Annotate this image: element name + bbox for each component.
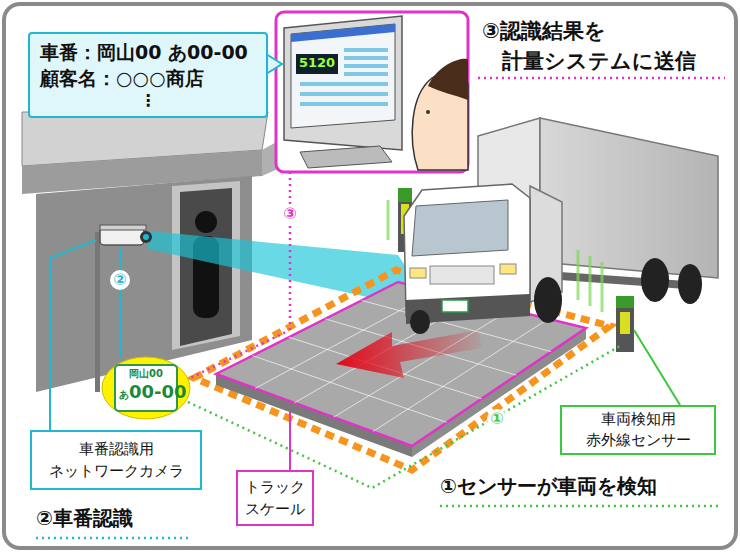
- dotted-underline: [36, 78, 725, 538]
- truck: [678, 264, 702, 304]
- monitor-inset: [344, 56, 388, 60]
- sensor-pole: [634, 330, 680, 405]
- camera-pole: [50, 232, 100, 430]
- monitor-inset: [276, 12, 468, 172]
- sensor-beam: [577, 250, 580, 300]
- sensor-beam: [601, 262, 604, 312]
- network-camera: [100, 225, 152, 245]
- node-text: 顧客名：○○○商店: [40, 65, 256, 91]
- leader-line: [188, 346, 620, 488]
- display-digits: 5120: [296, 55, 338, 71]
- direction-arrow: [336, 330, 482, 378]
- callout-tail: [266, 54, 282, 74]
- sensor-label: 車両検知用 赤外線センサー: [560, 405, 716, 455]
- sensor-pole: [616, 296, 634, 308]
- node-text: 車番認識用 ネットワークカメラ: [38, 438, 194, 482]
- truck: [410, 310, 430, 334]
- callout-bubble: 車番：岡山00 あ00-00顧客名：○○○商店⋮: [28, 32, 268, 118]
- text-group: 車番認識用 ネットワークカメラ: [38, 438, 194, 482]
- leader-line: [119, 248, 121, 358]
- callout-number: ③: [280, 204, 300, 224]
- scale-border: [194, 270, 610, 470]
- sensor-beam: [387, 200, 390, 240]
- node-text: 岡山00: [116, 368, 176, 380]
- truck: [410, 268, 426, 278]
- truck: [412, 200, 508, 256]
- monitor-inset: [284, 16, 402, 150]
- sensor-beam: [388, 200, 602, 312]
- monitor-inset: [300, 92, 388, 96]
- sensor-beam: [589, 256, 592, 306]
- node-text: 00-00: [129, 379, 179, 405]
- direction-arrow: [336, 330, 482, 378]
- node-text: ⋮: [40, 91, 256, 111]
- dotted-underline: [478, 77, 725, 80]
- monitor-inset: [300, 146, 392, 168]
- step-heading: ①センサーが車両を検知: [440, 474, 730, 499]
- outer-frame: [4, 4, 736, 548]
- node-text: 車番：岡山00 あ00-00: [40, 39, 256, 65]
- monitor-inset: [291, 24, 395, 42]
- sensor-pole: [616, 296, 680, 405]
- camera-label: 車番認識用 ネットワークカメラ: [30, 430, 202, 490]
- monitor-inset: [276, 12, 468, 172]
- building: [180, 188, 232, 346]
- network-camera: [143, 234, 149, 240]
- leader-line: [289, 172, 292, 330]
- license-plate: 岡山00あ00-00: [100, 355, 192, 421]
- step-heading: ②車番認識: [36, 506, 236, 531]
- sensor-pole: [398, 188, 412, 202]
- truck: [430, 266, 494, 284]
- truck-scale: [216, 282, 586, 446]
- dotted-underline: [440, 505, 722, 508]
- dotted-underline: [36, 537, 190, 540]
- node-text: 車両検知用 赤外線センサー: [566, 409, 710, 451]
- monitor-inset: [344, 72, 388, 76]
- outer-frame: [4, 4, 736, 548]
- monitor-inset: [300, 102, 388, 106]
- camera-pole: [95, 232, 100, 392]
- callout-number: ②: [110, 270, 130, 290]
- truck-scale: [252, 291, 551, 431]
- monitor-inset: [300, 82, 388, 86]
- monitor-inset: [344, 48, 388, 52]
- step-heading: ③認識結果を 計量システムに送信: [482, 16, 718, 76]
- sensor-pole: [620, 312, 630, 334]
- truck: [540, 118, 718, 278]
- node-text: トラック スケール: [240, 476, 310, 520]
- camera-pole: [50, 240, 96, 430]
- callout-number: ①: [487, 409, 507, 429]
- text-group: 車両検知用 赤外線センサー: [566, 409, 710, 451]
- text-group: トラック スケール: [240, 476, 310, 520]
- scale-border: [194, 270, 610, 470]
- building: [195, 211, 217, 233]
- network-camera: [100, 225, 146, 230]
- truck: [500, 264, 516, 274]
- truck: [534, 277, 562, 323]
- monitor-inset: [291, 24, 395, 128]
- monitor-inset: [344, 64, 388, 68]
- truck: [641, 258, 669, 302]
- scale-label: トラック スケール: [236, 470, 314, 526]
- leader-line: [289, 412, 291, 470]
- truck: [442, 300, 468, 312]
- monitor-inset: [426, 110, 430, 114]
- monitor-inset: [296, 54, 338, 74]
- callout-tail: [266, 54, 282, 74]
- monitor-inset: [428, 59, 468, 100]
- leader-line: [186, 332, 286, 380]
- truck-scale: [334, 310, 511, 418]
- network-camera: [100, 228, 144, 245]
- truck-scale: [216, 282, 586, 457]
- network-camera: [140, 231, 152, 243]
- sensor-pole: [616, 296, 634, 352]
- plate-oval: [102, 357, 190, 419]
